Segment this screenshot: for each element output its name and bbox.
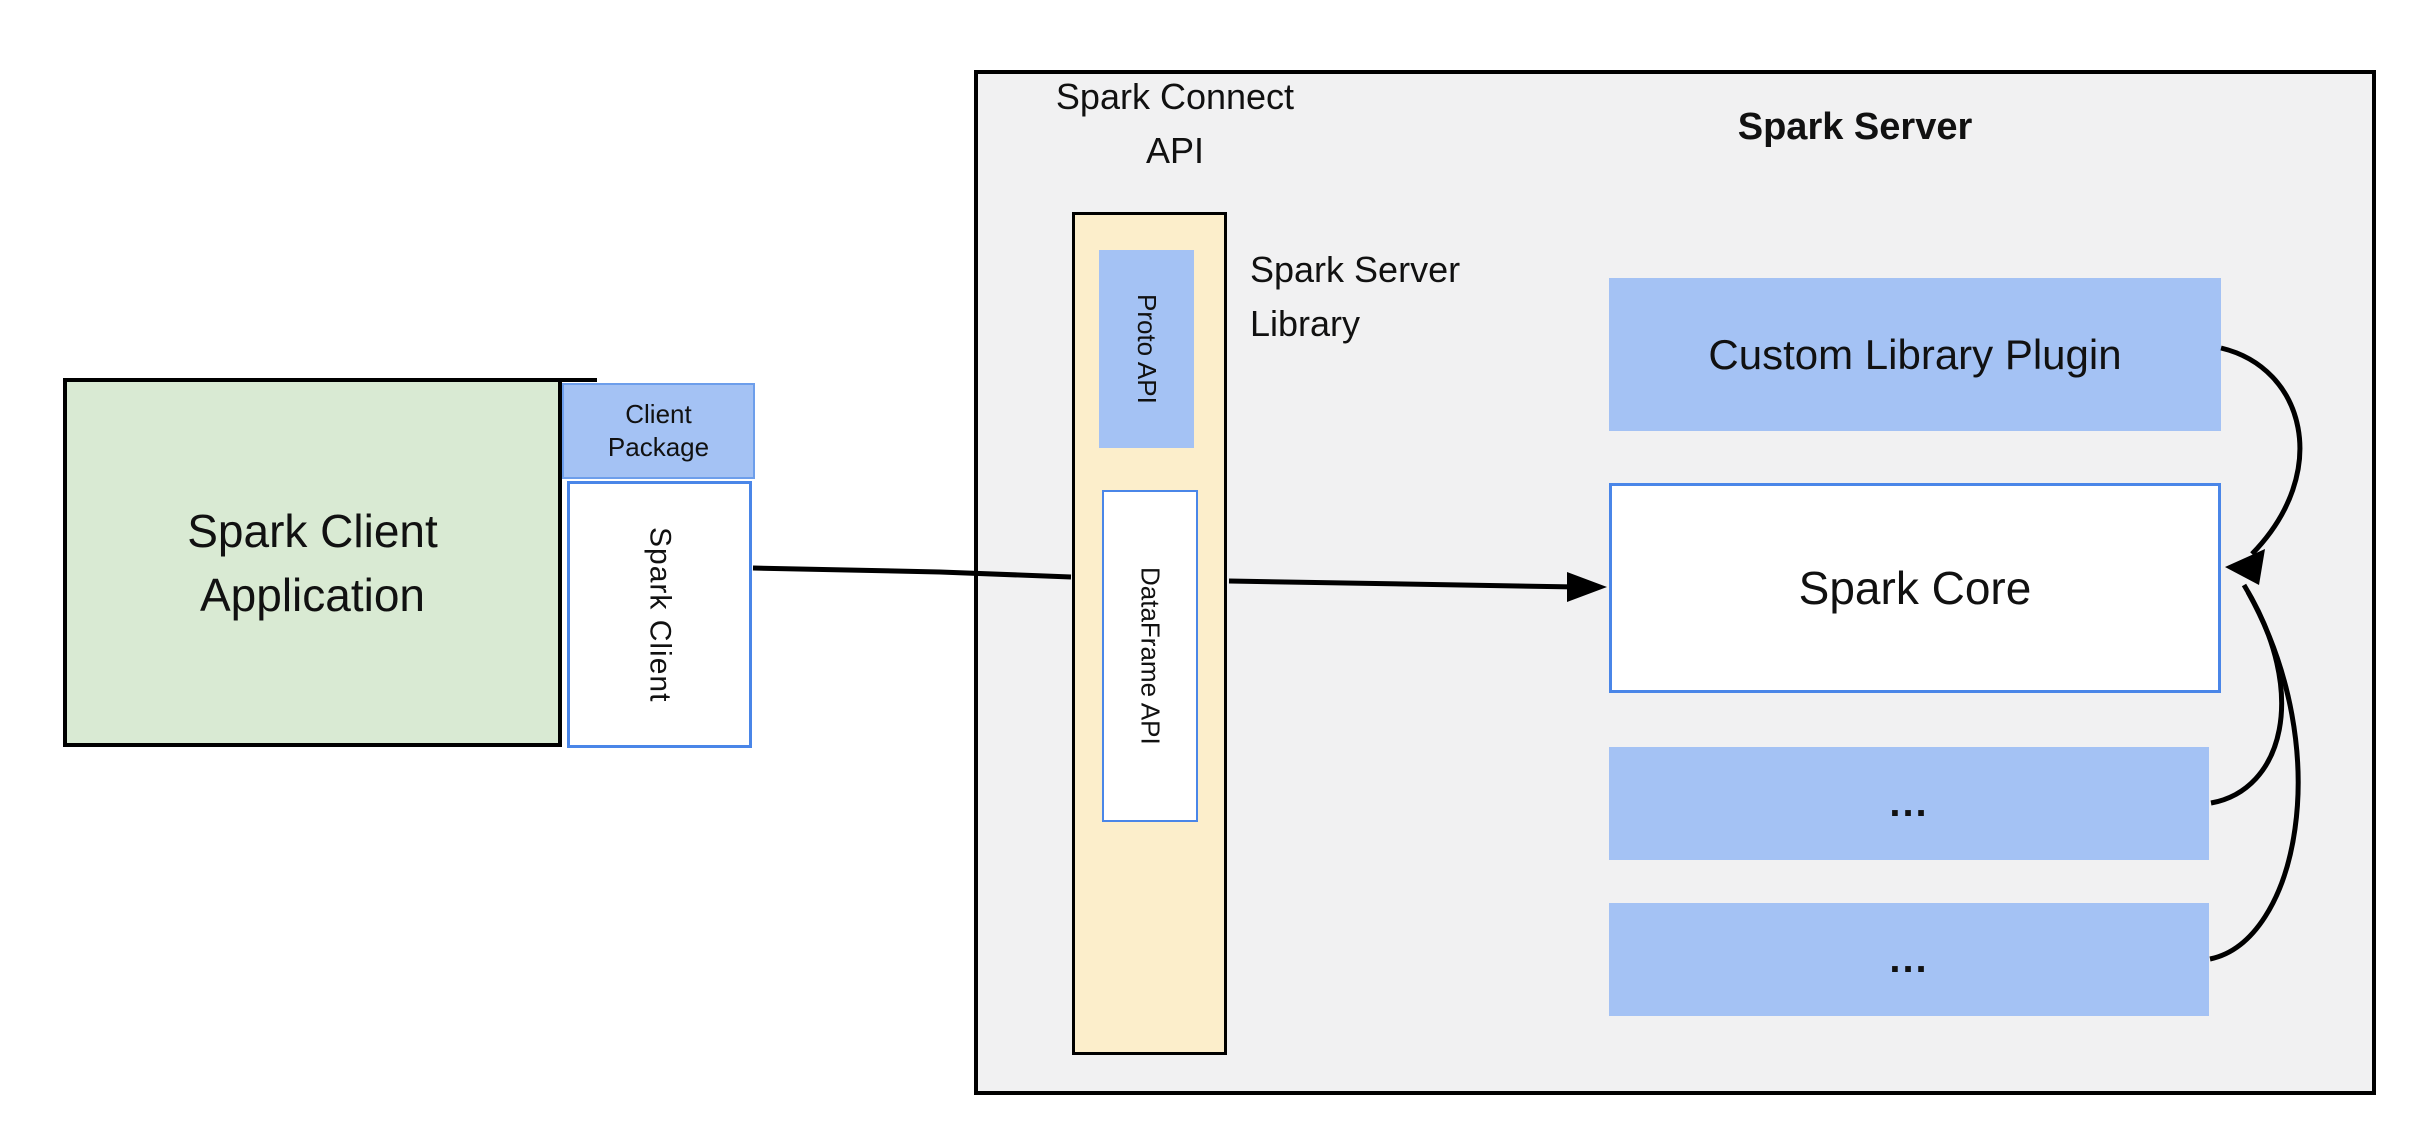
spark-client-application-box: Spark Client Application — [63, 378, 562, 747]
custom-library-plugin-box: Custom Library Plugin — [1609, 278, 2221, 431]
proto-api-box: Proto API — [1099, 250, 1194, 448]
proto-api-label: Proto API — [1132, 294, 1162, 404]
spark-server-library-label: Spark Server Library — [1250, 249, 1461, 344]
client-package-box: Client Package — [562, 383, 755, 479]
plugin-slot-1-box: ... — [1609, 747, 2209, 860]
spark-connect-api-label: Spark Connect API — [1055, 76, 1295, 171]
plugin-slot-2-box: ... — [1609, 903, 2209, 1016]
dataframe-api-label: DataFrame API — [1135, 567, 1166, 745]
spark-client-label: Spark Client — [643, 526, 677, 703]
client-app-border-overhang — [560, 378, 597, 382]
spark-server-title: Spark Server — [1737, 106, 1973, 148]
dataframe-api-box: DataFrame API — [1102, 490, 1198, 822]
spark-core-box: Spark Core — [1609, 483, 2221, 693]
spark-client-box: Spark Client — [567, 481, 752, 748]
